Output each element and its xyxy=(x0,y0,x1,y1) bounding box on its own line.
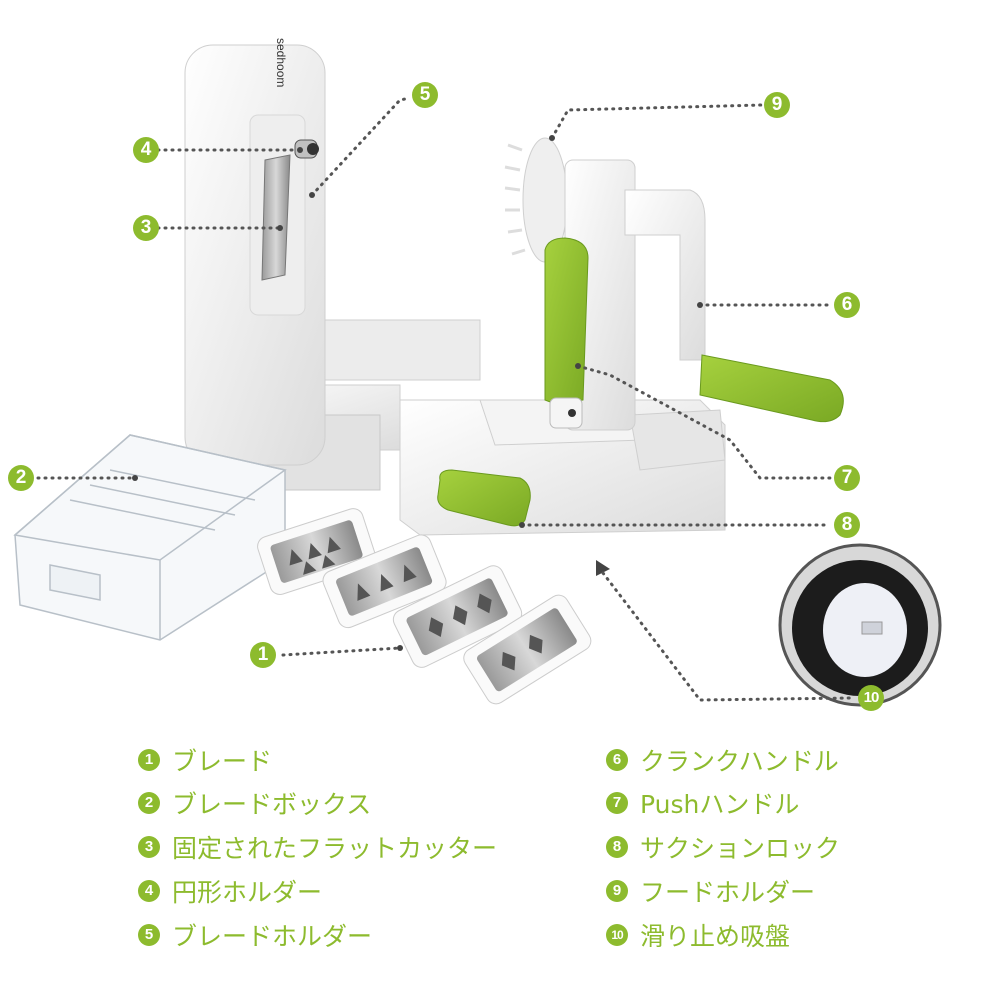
callout-9: 9 xyxy=(764,92,790,118)
callout-2: 2 xyxy=(8,465,34,491)
callout-3: 3 xyxy=(133,215,159,241)
legend-number: 3 xyxy=(138,836,160,858)
blade-holder-tower xyxy=(184,44,326,466)
legend-label: 円形ホルダー xyxy=(172,878,323,907)
legend-number: 7 xyxy=(606,792,628,814)
legend-item: 8 サクションロック xyxy=(606,832,841,863)
callout-1: 1 xyxy=(250,642,276,668)
callout-7: 7 xyxy=(834,465,860,491)
legend-label: 滑り止め吸盤 xyxy=(640,922,791,951)
push-handle xyxy=(544,237,589,406)
callout-6: 6 xyxy=(834,292,860,318)
legend-item: 2 ブレードボックス xyxy=(138,788,372,819)
blade-box xyxy=(13,434,287,641)
legend-label: 固定されたフラットカッター xyxy=(172,834,498,863)
legend-label: クランクハンドル xyxy=(640,747,839,776)
legend-item: 9 フードホルダー xyxy=(606,876,816,907)
legend-label: サクションロック xyxy=(640,834,841,863)
callout-5: 5 xyxy=(412,82,438,108)
legend-item: 3 固定されたフラットカッター xyxy=(138,832,498,863)
legend-item: 7 Pushハンドル xyxy=(606,788,800,819)
legend-number: 4 xyxy=(138,880,160,902)
blade-cartridge xyxy=(392,565,523,668)
blade-cartridge xyxy=(322,534,447,629)
legend-number: 5 xyxy=(138,924,160,946)
legend-number: 1 xyxy=(138,749,160,771)
leader-endpoints xyxy=(132,135,703,651)
suction-cup-inset xyxy=(778,543,942,707)
legend-label: フードホルダー xyxy=(640,878,816,907)
legend-number: 6 xyxy=(606,749,628,771)
legend-number: 2 xyxy=(138,792,160,814)
leader-lines xyxy=(36,96,852,702)
legend-number: 8 xyxy=(606,836,628,858)
crank-handle xyxy=(699,354,844,423)
legend-number: 9 xyxy=(606,880,628,902)
legend-item: 4 円形ホルダー xyxy=(138,876,323,907)
legend-item: 6 クランクハンドル xyxy=(606,745,839,776)
legend-item: 5 ブレードホルダー xyxy=(138,920,373,951)
blade-cartridges xyxy=(257,508,592,705)
legend-item: 10 滑り止め吸盤 xyxy=(606,920,791,951)
pointer-arrow xyxy=(596,560,610,576)
legend-label: ブレード xyxy=(172,747,273,776)
legend-number: 10 xyxy=(606,924,628,946)
callout-4: 4 xyxy=(133,137,159,163)
blade-cartridge xyxy=(463,594,592,705)
brand-text: sedhoom xyxy=(274,38,288,88)
legend-item: 1 ブレード xyxy=(138,745,273,776)
legend-label: Pushハンドル xyxy=(640,790,800,819)
legend-label: ブレードホルダー xyxy=(172,922,373,951)
legend-label: ブレードボックス xyxy=(172,790,372,819)
suction-lock xyxy=(437,469,531,527)
callout-10: 10 xyxy=(858,685,884,711)
callout-8: 8 xyxy=(834,512,860,538)
